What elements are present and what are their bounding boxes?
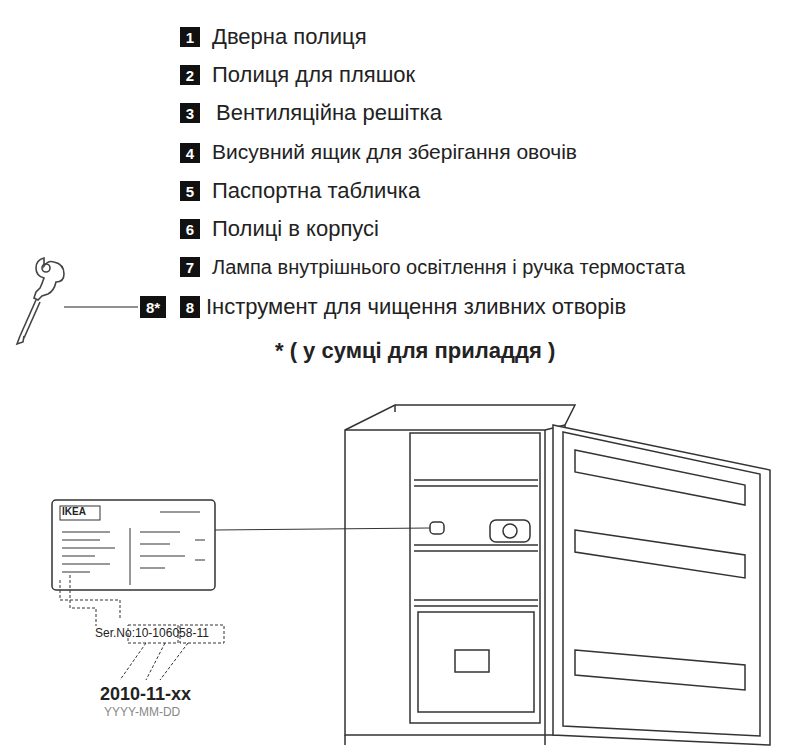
callout-number: 1 [180,27,200,47]
part-name: Вентиляційна решітка [216,100,442,125]
part-name: Дверна полиця [212,24,367,49]
part-name: Інструмент для чищення зливних отворів [206,294,626,319]
callout-number: 7 [180,257,200,277]
date-code: 2010-11-xx [100,684,191,705]
callout-number: 3 [180,103,200,123]
fridge-door [553,425,770,745]
cleaning-tool [17,258,64,344]
part-name: Висувний ящик для зберігання овочів [212,140,577,164]
brand-logo: IKEA [62,506,86,518]
callout-text: 8 [186,300,194,315]
part-name: Лампа внутрішнього освітлення і ручка те… [212,256,685,279]
callout-text: 1 [186,30,194,45]
rating-plate [52,500,430,680]
part-name: Полиця для пляшок [212,62,415,87]
callout-number: 8* [140,296,166,318]
leader-line [64,306,138,307]
callout-text: 4 [186,146,194,161]
part-name: Полиці в корпусі [212,216,379,241]
part-name: Паспортна табличка [212,178,420,203]
callout-number: 8 [180,296,200,318]
callout-text: 8* [146,300,160,315]
callout-number: 4 [180,143,200,163]
callout-number: 2 [180,65,200,85]
note: * ( у сумці для приладдя ) [275,338,555,363]
callout-number: 6 [180,219,200,239]
callout-number: 5 [180,181,200,201]
serial-number: Ser.No:10-106058-11 [95,627,209,641]
callout-text: 3 [186,106,194,121]
callout-text: 5 [186,184,194,199]
fridge [345,405,575,745]
callout-text: 2 [186,68,194,83]
date-format: YYYY-MM-DD [104,706,180,720]
callout-text: 6 [186,222,194,237]
callout-text: 7 [186,260,194,275]
